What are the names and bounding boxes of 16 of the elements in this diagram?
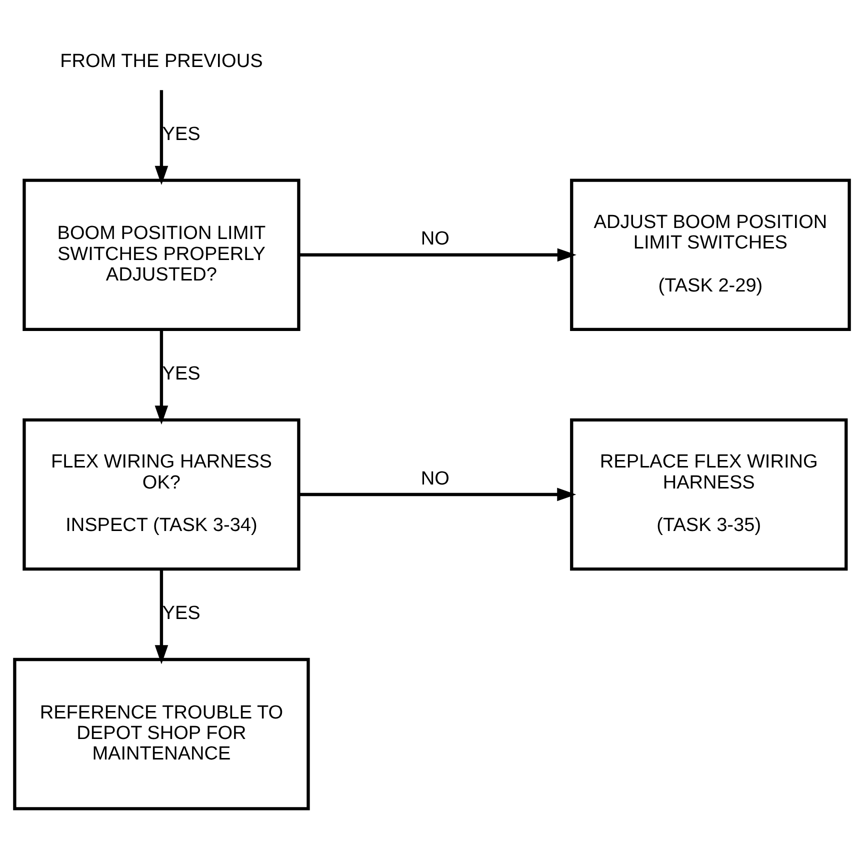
edge-label: NO [420, 228, 450, 250]
arrow [299, 248, 576, 262]
arrow [298, 487, 576, 501]
node-box: FLEX WIRING HARNESS OK? INSPECT (TASK 3-34) [22, 418, 300, 570]
edge-label: YES [162, 602, 200, 624]
edge-label: YES [162, 124, 200, 145]
arrow [154, 90, 168, 184]
node-box: REPLACE FLEX WIRING HARNESS (TASK 3-35) [570, 418, 848, 570]
node-box: REFERENCE TROUBLE TO DEPOT SHOP FOR MAINTENANCE [13, 657, 310, 810]
node-box: ADJUST BOOM POSITION LIMIT SWITCHES (TASK 2-29) [570, 178, 851, 331]
arrow [154, 569, 168, 664]
arrow [154, 330, 168, 424]
edge-label: YES [162, 363, 200, 384]
edge-label: NO [420, 468, 450, 489]
node-text: FROM THE PREVIOUS [60, 50, 263, 72]
node-box: BOOM POSITION LIMIT SWITCHES PROPERLY ADJUSTED? [22, 178, 300, 331]
